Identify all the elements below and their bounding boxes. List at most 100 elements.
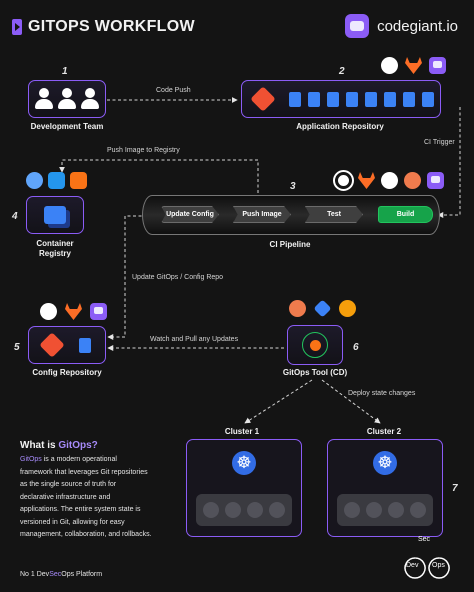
- github-icon: [40, 303, 57, 320]
- deploy-label: Deploy state changes: [348, 390, 416, 397]
- code-push-label: Code Push: [156, 87, 191, 94]
- ci-pipeline-label: CI Pipeline: [269, 240, 311, 249]
- description-line: framework that leverages Git repositorie…: [20, 468, 148, 476]
- container-registry-box: [26, 196, 84, 234]
- gitlab-icon: [358, 172, 375, 189]
- config-repository-label: Config Repository: [32, 368, 102, 377]
- container-registry-label: Container Registry: [22, 239, 88, 259]
- github-icon: [381, 172, 398, 189]
- cluster-2-label: Cluster 2: [366, 427, 402, 436]
- play-icon: [12, 19, 22, 35]
- step-number-5: 5: [14, 342, 20, 353]
- cd-tool-icons: [289, 299, 356, 318]
- gitops-core-icon: [309, 339, 321, 351]
- devsecops-sec: Sec: [418, 536, 431, 543]
- codegiant-icon: [429, 57, 446, 74]
- node-icon: [366, 502, 382, 518]
- file-icon: [346, 91, 358, 107]
- node-icon: [410, 502, 426, 518]
- gitops-hub-icon: [302, 332, 328, 358]
- person-icon: [57, 88, 77, 110]
- config-repository-box: [28, 326, 106, 364]
- ci-trigger-label: CI Trigger: [424, 139, 455, 146]
- step-number-6: 6: [353, 342, 359, 353]
- node-icon: [203, 502, 219, 518]
- what-is-prefix: What is: [20, 440, 59, 451]
- kubernetes-icon: [232, 451, 256, 475]
- node-icon: [225, 502, 241, 518]
- repo-tool-icons: [381, 57, 446, 74]
- step-number-4: 4: [12, 211, 18, 222]
- footer-suffix: Ops Platform: [61, 571, 103, 578]
- update-config-label: Update GitOps / Config Repo: [132, 274, 224, 281]
- node-pool: [196, 494, 292, 526]
- step-number-1: 1: [62, 66, 68, 77]
- file-icon: [384, 91, 396, 107]
- step-number-2: 2: [339, 66, 345, 77]
- watch-pull-label: Watch and Pull any Updates: [150, 336, 239, 343]
- file-icon: [289, 91, 301, 107]
- node-pool: [337, 494, 433, 526]
- gitlab-icon: [65, 303, 82, 320]
- cluster-2: [327, 439, 443, 537]
- what-is-heading: What is GitOps?: [20, 440, 98, 451]
- ci-pipeline: Update Config Push Image Test Build: [142, 195, 440, 235]
- devsecops-ops: Ops: [432, 562, 445, 569]
- kubernetes-icon: [373, 451, 397, 475]
- container-registry-label-line2: Registry: [38, 249, 71, 258]
- file-icon: [422, 91, 434, 107]
- footer-accent: Sec: [49, 571, 62, 578]
- node-icon: [269, 502, 285, 518]
- brand-name: codegiant.io: [377, 17, 458, 35]
- devsecops-badge: Sec Dev Ops: [402, 536, 452, 580]
- cluster-1-label: Cluster 1: [224, 427, 260, 436]
- development-team-box: [28, 80, 106, 118]
- development-team-label: Development Team: [30, 122, 104, 131]
- circleci-icon: [333, 170, 354, 191]
- gitops-description: GitOps is a modern operational framework…: [20, 454, 182, 542]
- stage-update-config: Update Config: [161, 206, 219, 223]
- application-repository-box: [241, 80, 441, 118]
- description-line: declarative infrastructure and: [20, 493, 111, 501]
- person-icon: [34, 88, 54, 110]
- argo-icon: [404, 172, 421, 189]
- git-icon: [39, 332, 65, 358]
- jfrog-icon: [70, 172, 87, 189]
- git-icon: [250, 86, 276, 112]
- github-icon: [381, 57, 398, 74]
- argo-icon: [289, 300, 306, 317]
- footer-tagline: No 1 DevSecOps Platform: [20, 571, 102, 578]
- flux-icon: [313, 299, 332, 318]
- push-image-label: Push Image to Registry: [107, 147, 180, 154]
- ci-trigger-arrow: [437, 107, 461, 218]
- devsecops-loop-icon: [404, 557, 450, 579]
- codegiant-icon: [427, 172, 444, 189]
- header-title: GITOPS WORKFLOW: [12, 18, 195, 36]
- codegiant-icon: [90, 303, 107, 320]
- description-line: versioned in Git, allowing for easy: [20, 518, 125, 526]
- footer-prefix: No 1 Dev: [20, 571, 50, 578]
- stage-test: Test: [305, 206, 363, 223]
- push-image-arrow: [59, 159, 259, 204]
- brand: codegiant.io: [345, 14, 458, 38]
- config-tool-icons: [40, 303, 107, 320]
- gitlab-icon: [405, 57, 422, 74]
- description-line: management, collaboration, and rollbacks…: [20, 531, 152, 538]
- gitops-tool-label: GitOps Tool (CD): [282, 368, 348, 377]
- description-line: as the single source of truth for: [20, 481, 117, 488]
- docker-icon: [48, 172, 65, 189]
- description-accent: GitOps: [20, 456, 42, 463]
- node-icon: [388, 502, 404, 518]
- stage-push-image: Push Image: [233, 206, 291, 223]
- devsecops-dev: Dev: [406, 562, 419, 569]
- file-icon: [79, 337, 91, 353]
- registry-tool-icons: [26, 172, 87, 189]
- gitops-tool-box: [287, 325, 343, 365]
- description-line-rest: is a modern operational: [41, 456, 117, 463]
- deploy-arrow-2: [321, 379, 381, 424]
- file-icon: [308, 91, 320, 107]
- cluster-1: [186, 439, 302, 537]
- harbor-icon: [26, 172, 43, 189]
- deploy-arrow-1: [244, 379, 313, 424]
